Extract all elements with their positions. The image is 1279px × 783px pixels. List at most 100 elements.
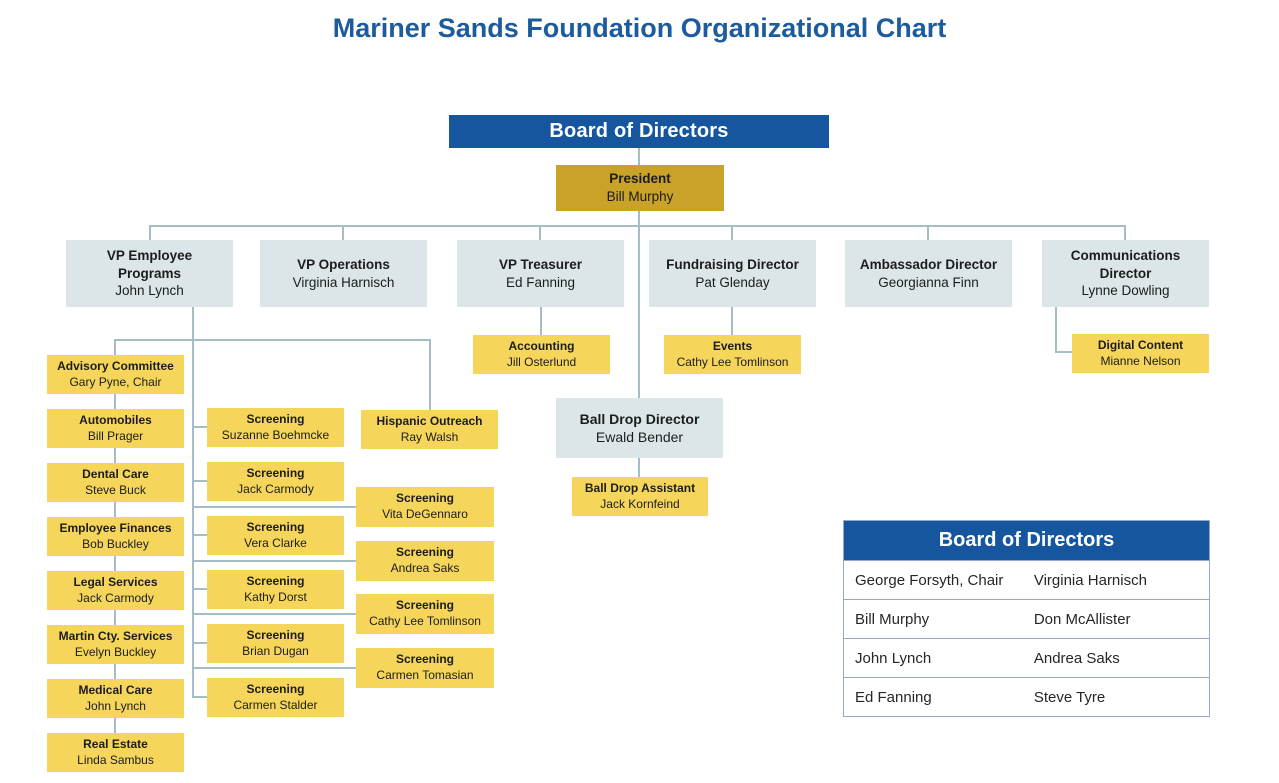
box-name: Vita DeGennaro xyxy=(382,507,468,521)
box-name: Evelyn Buckley xyxy=(74,644,157,659)
box-title: Automobiles xyxy=(79,412,152,427)
connector xyxy=(192,667,356,669)
box-screening: Screening Brian Dugan xyxy=(207,624,344,663)
connector xyxy=(1055,307,1057,353)
box-title: Screening xyxy=(246,519,305,534)
box-screening: Screening Kathy Dorst xyxy=(207,570,344,609)
connector xyxy=(192,560,356,562)
box-screening: Screening Suzanne Boehmcke xyxy=(207,408,344,447)
box-name: Ewald Bender xyxy=(595,429,684,445)
connector xyxy=(192,534,207,536)
board-banner-label: Board of Directors xyxy=(549,120,729,143)
box-automobiles: Automobiles Bill Prager xyxy=(47,409,184,448)
box-martin-cty-services: Martin Cty. Services Evelyn Buckley xyxy=(47,625,184,664)
box-ball-drop-assistant: Ball Drop Assistant Jack Kornfeind xyxy=(572,477,708,516)
box-accounting: Accounting Jill Osterlund xyxy=(473,335,610,374)
box-title: Screening xyxy=(246,627,305,642)
table-row: Bill Murphy Don McAllister xyxy=(844,599,1209,638)
box-real-estate: Real Estate Linda Sambus xyxy=(47,733,184,772)
box-name: Lynne Dowling xyxy=(1081,283,1170,299)
box-name: Vera Clarke xyxy=(244,535,307,550)
box-ambassador-director: Ambassador Director Georgianna Finn xyxy=(845,240,1012,307)
connector xyxy=(192,588,207,590)
table-cell: Steve Tyre xyxy=(1033,688,1106,706)
connector xyxy=(731,225,733,240)
box-name: Jack Kornfeind xyxy=(600,496,680,511)
box-employee-finances: Employee Finances Bob Buckley xyxy=(47,517,184,556)
box-name: Bill Murphy xyxy=(606,189,674,204)
box-name: Gary Pyne, Chair xyxy=(69,374,162,389)
box-title: Screening xyxy=(395,491,455,506)
connector xyxy=(540,307,542,335)
box-events: Events Cathy Lee Tomlinson xyxy=(664,335,801,374)
box-screening: Screening Andrea Saks xyxy=(356,541,494,581)
box-ball-drop-director: Ball Drop Director Ewald Bender xyxy=(556,398,723,458)
box-name: Jack Carmody xyxy=(77,590,154,605)
box-name: Carmen Tomasian xyxy=(376,668,474,682)
table-cell: Bill Murphy xyxy=(855,610,930,628)
box-title: Digital Content xyxy=(1097,337,1184,352)
box-title: Ball Drop Director xyxy=(579,410,700,427)
box-title: Legal Services xyxy=(73,574,158,589)
connector xyxy=(192,506,356,508)
box-title: Real Estate xyxy=(83,736,148,751)
box-name: Bob Buckley xyxy=(82,536,149,551)
box-name: Steve Buck xyxy=(85,482,146,497)
box-title: Screening xyxy=(246,465,305,480)
box-screening: Screening Carmen Tomasian xyxy=(356,648,494,688)
box-fundraising-director: Fundraising Director Pat Glenday xyxy=(649,240,816,307)
box-name: Brian Dugan xyxy=(242,643,309,658)
box-title: Screening xyxy=(395,545,455,560)
connector xyxy=(638,148,640,165)
table-row: Ed Fanning Steve Tyre xyxy=(844,677,1209,716)
box-vp-treasurer: VP Treasurer Ed Fanning xyxy=(457,240,624,307)
box-name: Jack Carmody xyxy=(237,481,314,496)
table-row: George Forsyth, Chair Virginia Harnisch xyxy=(844,560,1209,599)
connector xyxy=(731,307,733,335)
box-title: Medical Care xyxy=(78,682,153,697)
table-cell: Andrea Saks xyxy=(1033,649,1120,667)
table-row: John Lynch Andrea Saks xyxy=(844,638,1209,677)
box-title: VP Employee Programs xyxy=(106,247,193,281)
connector xyxy=(192,480,207,482)
connector xyxy=(192,426,207,428)
box-screening: Screening Cathy Lee Tomlinson xyxy=(356,594,494,634)
connector xyxy=(1055,351,1072,353)
box-screening: Screening Carmen Stalder xyxy=(207,678,344,717)
box-president: President Bill Murphy xyxy=(556,165,724,211)
connector xyxy=(149,225,1126,227)
box-title: Screening xyxy=(246,681,305,696)
box-title: Advisory Committee xyxy=(57,358,174,373)
connector xyxy=(192,613,356,615)
box-title: Ambassador Director xyxy=(859,256,998,272)
box-name: Cathy Lee Tomlinson xyxy=(369,614,481,628)
box-title: VP Operations xyxy=(297,256,390,272)
box-advisory-committee: Advisory Committee Gary Pyne, Chair xyxy=(47,355,184,394)
box-title: Hispanic Outreach xyxy=(376,413,483,428)
box-title: Ball Drop Assistant xyxy=(584,480,696,495)
box-vp-employee-programs: VP Employee Programs John Lynch xyxy=(66,240,233,307)
box-title: Screening xyxy=(246,573,305,588)
connector xyxy=(342,225,344,240)
box-screening: Screening Jack Carmody xyxy=(207,462,344,501)
box-name: Kathy Dorst xyxy=(244,589,307,604)
box-medical-care: Medical Care John Lynch xyxy=(47,679,184,718)
box-name: Ray Walsh xyxy=(400,429,459,444)
board-of-directors-table: Board of Directors George Forsyth, Chair… xyxy=(843,520,1210,717)
box-name: Carmen Stalder xyxy=(233,697,318,712)
connector xyxy=(192,642,207,644)
box-title: Dental Care xyxy=(82,466,149,481)
page-title: Mariner Sands Foundation Organizational … xyxy=(332,13,947,43)
connector xyxy=(1124,225,1126,240)
box-vp-operations: VP Operations Virginia Harnisch xyxy=(260,240,427,307)
box-name: John Lynch xyxy=(85,698,146,713)
box-name: Cathy Lee Tomlinson xyxy=(676,354,789,369)
box-hispanic-outreach: Hispanic Outreach Ray Walsh xyxy=(361,410,498,449)
box-title: Accounting xyxy=(508,338,575,353)
box-communications-director: Communications Director Lynne Dowling xyxy=(1042,240,1209,307)
box-screening: Screening Vita DeGennaro xyxy=(356,487,494,527)
box-title: Communications Director xyxy=(1070,247,1181,281)
box-title: Employee Finances xyxy=(59,520,172,535)
box-title: Events xyxy=(712,338,753,353)
